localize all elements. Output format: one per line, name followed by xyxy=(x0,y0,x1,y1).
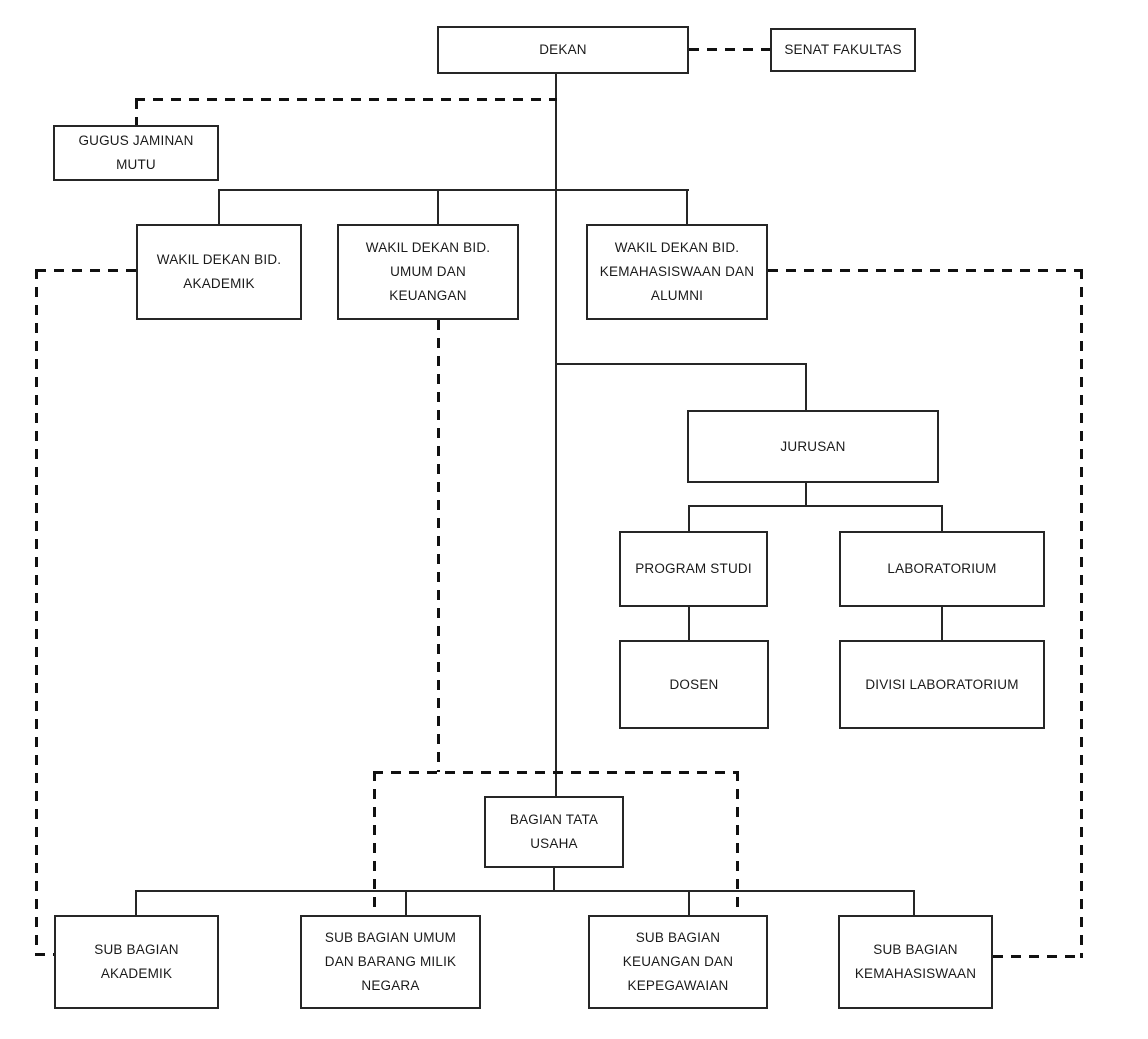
node-divisi-laboratorium: DIVISI LABORATORIUM xyxy=(839,640,1045,729)
connector-jurusan-branch-v xyxy=(805,363,807,411)
connector-jurusan-children-bar xyxy=(688,505,943,507)
connector-jurusan-branch-h xyxy=(555,363,807,365)
node-gugus-jaminan-mutu: GUGUS JAMINAN MUTU xyxy=(53,125,219,181)
connector-sub-keuangan-stub xyxy=(688,890,690,916)
dashed-left-top xyxy=(36,269,136,272)
node-sub-bagian-keuangan: SUB BAGIAN KEUANGAN DAN KEPEGAWAIAN xyxy=(588,915,768,1009)
connector-trunk xyxy=(555,74,557,796)
dashed-left-vertical xyxy=(35,269,38,956)
node-sub-bagian-kemahasiswaan: SUB BAGIAN KEMAHASISWAAN xyxy=(838,915,993,1009)
connector-dosen-stub xyxy=(688,607,690,641)
dashed-right-vertical xyxy=(1080,269,1083,958)
dashed-left-bottom xyxy=(35,953,55,956)
dashed-right-bottom xyxy=(993,955,1083,958)
node-sub-bagian-akademik: SUB BAGIAN AKADEMIK xyxy=(54,915,219,1009)
node-dekan: DEKAN xyxy=(437,26,689,74)
dashed-wakil-umum-down xyxy=(437,320,440,772)
dashed-right-top xyxy=(768,269,1083,272)
node-laboratorium: LABORATORIUM xyxy=(839,531,1045,607)
dashed-tata-usaha-top xyxy=(373,771,739,774)
connector-wakil-akademik-stub xyxy=(218,189,220,225)
connector-tata-usaha-down xyxy=(553,868,555,892)
node-dosen: DOSEN xyxy=(619,640,769,729)
connector-sub-akademik-stub xyxy=(135,890,137,916)
node-wakil-dekan-umum-keuangan: WAKIL DEKAN BID. UMUM DAN KEUANGAN xyxy=(337,224,519,320)
node-senat-fakultas: SENAT FAKULTAS xyxy=(770,28,916,72)
node-program-studi: PROGRAM STUDI xyxy=(619,531,768,607)
connector-wakil-umum-stub xyxy=(437,189,439,225)
connector-jurusan-down xyxy=(805,483,807,507)
connector-program-studi-stub xyxy=(688,505,690,532)
connector-wakil-dekan-bar xyxy=(219,189,689,191)
connector-sub-bagian-bar xyxy=(135,890,915,892)
dashed-gugus-h xyxy=(135,98,557,101)
node-bagian-tata-usaha: BAGIAN TATA USAHA xyxy=(484,796,624,868)
connector-wakil-kemahasiswaan-stub xyxy=(686,189,688,225)
dashed-tata-usaha-left xyxy=(373,771,376,916)
connector-sub-kemahasiswaan-stub xyxy=(913,890,915,916)
dashed-dekan-senat xyxy=(689,48,770,51)
node-wakil-dekan-akademik: WAKIL DEKAN BID. AKADEMIK xyxy=(136,224,302,320)
dashed-tata-usaha-right xyxy=(736,771,739,916)
connector-laboratorium-stub xyxy=(941,505,943,532)
connector-sub-umum-stub xyxy=(405,890,407,916)
node-jurusan: JURUSAN xyxy=(687,410,939,483)
node-wakil-dekan-kemahasiswaan: WAKIL DEKAN BID. KEMAHASISWAAN DAN ALUMN… xyxy=(586,224,768,320)
node-sub-bagian-umum: SUB BAGIAN UMUM DAN BARANG MILIK NEGARA xyxy=(300,915,481,1009)
connector-divisi-laboratorium-stub xyxy=(941,607,943,641)
dashed-gugus-v xyxy=(135,99,138,126)
